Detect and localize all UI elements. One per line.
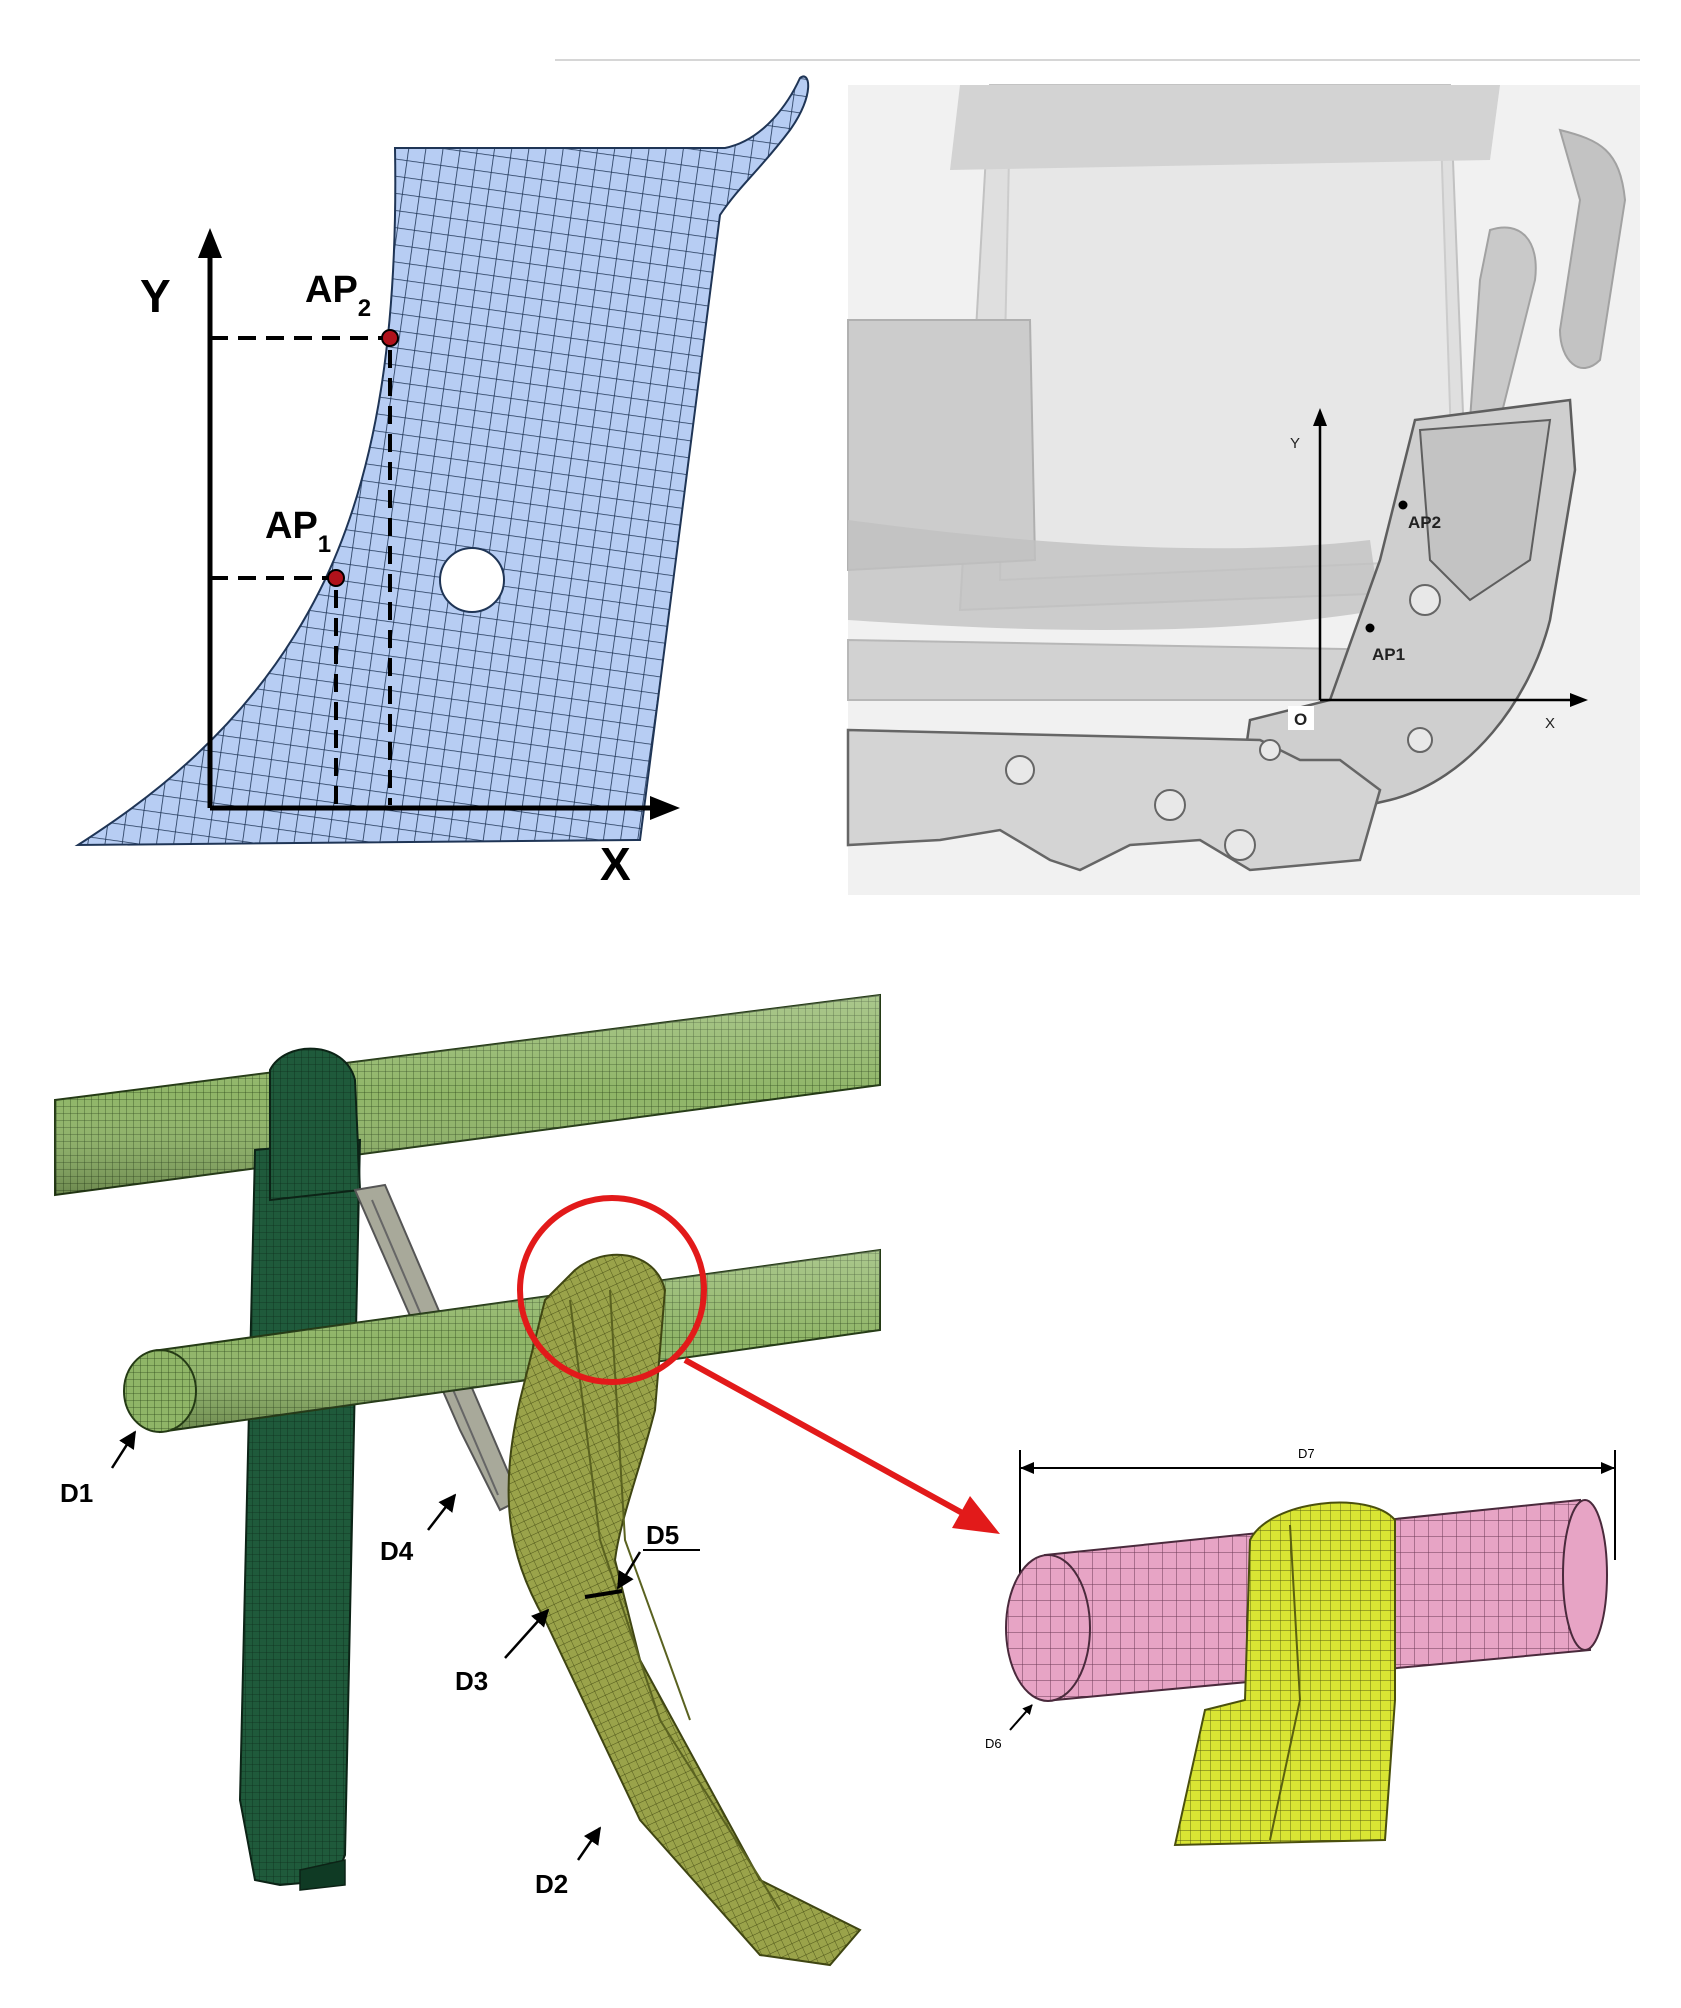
panel-c: D1 D4 D5 D3 D2 bbox=[54, 993, 1000, 1967]
bracket-hole-1 bbox=[1409, 584, 1441, 616]
pink-cylinder-right-end bbox=[1562, 1499, 1608, 1651]
b-ap1-point bbox=[1365, 623, 1375, 633]
axis-x-label: X bbox=[600, 838, 631, 890]
ap1-subscript: 1 bbox=[318, 531, 331, 558]
axis-y-label: Y bbox=[140, 270, 171, 322]
b-origin-label: O bbox=[1294, 710, 1307, 729]
b-axis-x-label: X bbox=[1545, 715, 1555, 732]
rail-hole-2 bbox=[1154, 789, 1186, 821]
bracket-hole-2 bbox=[1407, 727, 1433, 753]
highlight-arrow-head bbox=[952, 1496, 1000, 1534]
d6-label: D6 bbox=[985, 1736, 1002, 1751]
axis-x-arrow bbox=[650, 796, 680, 820]
right-curved-pipe bbox=[1558, 128, 1627, 370]
ap2-point bbox=[381, 329, 399, 347]
ap2-label: AP2 bbox=[305, 269, 371, 322]
upper-shape bbox=[950, 85, 1500, 170]
bracket-inner bbox=[1418, 418, 1552, 602]
rail-hole-4 bbox=[1259, 739, 1281, 761]
d3-label: D3 bbox=[455, 1666, 488, 1696]
highlight-circle bbox=[517, 1195, 707, 1385]
blue-mesh-part bbox=[74, 75, 810, 847]
d3-arrow bbox=[504, 1608, 550, 1659]
olive-bracket bbox=[507, 1253, 862, 1967]
b-axis-y-arrow bbox=[1313, 408, 1327, 426]
lower-band bbox=[847, 638, 1407, 701]
b-axis-x-arrow bbox=[1570, 693, 1588, 707]
ap1-point bbox=[327, 569, 345, 587]
d4-arrow bbox=[427, 1493, 457, 1531]
axis-y-arrow bbox=[198, 228, 222, 258]
rail-hole-1 bbox=[1005, 755, 1035, 785]
d6-arrow bbox=[1009, 1704, 1033, 1731]
lower-tube-end bbox=[123, 1349, 197, 1433]
pink-cylinder-left-end bbox=[1005, 1554, 1091, 1702]
b-ap2-label: AP2 bbox=[1408, 513, 1441, 532]
highlight-arrow-line bbox=[683, 1357, 977, 1523]
b-axis-y-label: Y bbox=[1290, 435, 1300, 452]
ap2-subscript: 2 bbox=[358, 295, 371, 322]
d1-arrow bbox=[110, 1430, 137, 1469]
b-ap2-point bbox=[1398, 500, 1408, 510]
b-ap1-label: AP1 bbox=[1372, 645, 1405, 664]
mid-band bbox=[848, 520, 1380, 630]
seat-highlight bbox=[998, 103, 1457, 582]
mesh-hole bbox=[439, 547, 505, 613]
d1-label: D1 bbox=[60, 1478, 93, 1508]
yellow-strap bbox=[1173, 1501, 1396, 1847]
d5-arrow bbox=[616, 1551, 642, 1590]
dark-strap bbox=[238, 1138, 362, 1887]
ap1-label: AP1 bbox=[265, 505, 331, 558]
rail-hole-3 bbox=[1224, 829, 1256, 861]
d2-label: D2 bbox=[535, 1869, 568, 1899]
d7-label: D7 bbox=[1298, 1446, 1315, 1461]
d5-measure bbox=[584, 1589, 623, 1599]
dark-strap-loop bbox=[269, 1047, 362, 1202]
d5-label: D5 bbox=[646, 1520, 679, 1550]
panel-b: AP2 AP1 Y X O bbox=[846, 84, 1640, 895]
dark-strap-foot bbox=[299, 1859, 346, 1891]
b-origin-box bbox=[1288, 706, 1314, 730]
panel-a: Y X AP2 AP1 bbox=[74, 75, 810, 890]
d2-arrow bbox=[576, 1826, 602, 1861]
panel-d: D7 D6 bbox=[985, 1446, 1616, 1847]
d4-label: D4 bbox=[380, 1536, 414, 1566]
